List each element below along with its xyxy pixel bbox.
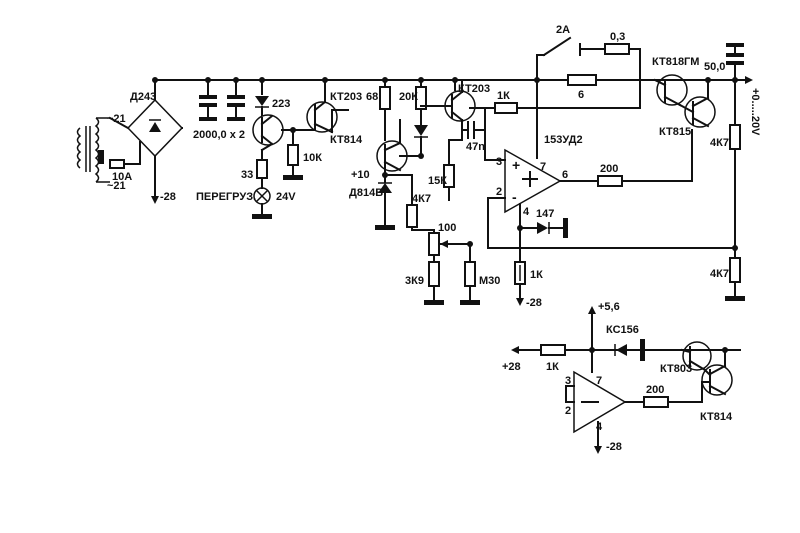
svg-text:-: - <box>512 189 517 205</box>
r4k7-r1-label: 4К7 <box>710 137 729 149</box>
r1k-bottom-label: 1К <box>530 269 543 281</box>
opamp-label: 153УД2 <box>544 134 583 146</box>
d147-label: 147 <box>536 208 554 220</box>
r4k7-mid-label: 4К7 <box>412 193 431 205</box>
r68-label: 68 <box>366 91 378 103</box>
kc156-label: КС156 <box>606 324 639 336</box>
output-label: +0.....20V <box>749 88 761 136</box>
pin4-label: 4 <box>523 206 530 218</box>
r15k-label: 15К <box>428 175 447 187</box>
bridge-rectifier <box>126 98 184 158</box>
r4k7-right-lower <box>729 257 741 283</box>
r03 <box>604 43 630 55</box>
r223-label: 223 <box>272 98 290 110</box>
r200-label: 200 <box>600 163 618 175</box>
r1k-top-label: 1К <box>497 90 510 102</box>
kt203-2-label: КТ203 <box>458 83 490 95</box>
r10k <box>287 144 299 166</box>
r33 <box>256 159 268 179</box>
ac-bottom-label: ~21 <box>107 180 126 192</box>
r1k-aux <box>540 344 566 356</box>
kt814-transistor <box>306 101 338 133</box>
kt814-2-label: КТ814 <box>700 411 733 423</box>
ac-top-label: ~21 <box>107 113 126 125</box>
kt814-1-label: КТ814 <box>330 134 363 146</box>
r03-label: 0,3 <box>610 31 625 43</box>
r1k-b2-label: 1К <box>546 361 559 373</box>
switch-2a-label: 2А <box>556 24 570 36</box>
r200-aux <box>643 396 669 408</box>
bridge-label: Д243 <box>130 91 156 103</box>
r4k7-right-upper <box>729 124 741 150</box>
transformer <box>76 117 110 183</box>
pin2-label: 2 <box>496 186 502 198</box>
kt803-transistor <box>682 341 712 371</box>
r33-label: 33 <box>241 169 253 181</box>
r3k9-label: 3К9 <box>405 275 424 287</box>
r200b-label: 200 <box>646 384 664 396</box>
svg-text:+: + <box>512 157 520 173</box>
caps-label: 2000,0 х 2 <box>193 129 245 141</box>
pin3b-label: 3 <box>565 375 571 387</box>
r68 <box>379 86 391 110</box>
pin7b-label: 7 <box>596 375 602 387</box>
d814-label: Д814В <box>349 187 383 199</box>
opamp-153ud2 <box>504 148 562 214</box>
kt203-1-label: КТ203 <box>330 91 362 103</box>
r200 <box>597 175 623 187</box>
filter-capacitors <box>199 77 245 121</box>
kt803-label: КТ803 <box>660 363 692 375</box>
kt814-aux-transistor <box>701 364 733 396</box>
r3k9 <box>428 261 440 287</box>
neg28-left-label: -28 <box>160 191 176 203</box>
kt818-label: КТ818ГМ <box>652 56 699 68</box>
pin6-label: 6 <box>562 169 568 181</box>
r6-label: 6 <box>578 89 584 101</box>
pin4b-label: 4 <box>596 421 603 433</box>
r100-label: 100 <box>438 222 456 234</box>
pin3-label: 3 <box>496 156 502 168</box>
zener-kc156 <box>616 344 627 356</box>
pin7-label: 7 <box>540 161 546 173</box>
neg28-b-label: -28 <box>606 441 622 453</box>
rm30 <box>464 261 476 287</box>
zener-d814 <box>378 183 392 193</box>
pot-100 <box>428 232 440 256</box>
c47n-label: 47n <box>466 141 485 153</box>
plus56-label: +5,6 <box>598 301 620 313</box>
diode-series <box>414 125 428 136</box>
fuse-label: 10А <box>112 171 132 183</box>
kt818-transistor <box>656 74 688 106</box>
neg28-mid-label: -28 <box>526 297 542 309</box>
r6 <box>567 74 597 86</box>
plus10-label: +10 <box>351 169 370 181</box>
r20k-label: 20К <box>399 91 418 103</box>
r4k7-r2-label: 4К7 <box>710 268 729 280</box>
overload-label: ПЕРЕГРУЗ. <box>196 191 256 203</box>
diode-147 <box>537 222 548 234</box>
rm30-label: М30 <box>479 275 500 287</box>
kt815-transistor <box>684 96 716 128</box>
r1k-top <box>494 102 518 114</box>
plus28-label: +28 <box>502 361 521 373</box>
lamp-label: 24V <box>276 191 296 203</box>
pin2b-label: 2 <box>565 405 571 417</box>
r10k-label: 10К <box>303 152 322 164</box>
c50-label: 50,0 <box>704 61 725 73</box>
diode-223 <box>255 96 269 106</box>
kt815-label: КТ815 <box>659 126 691 138</box>
r4k7-mid <box>406 204 418 228</box>
fuse <box>109 159 125 169</box>
